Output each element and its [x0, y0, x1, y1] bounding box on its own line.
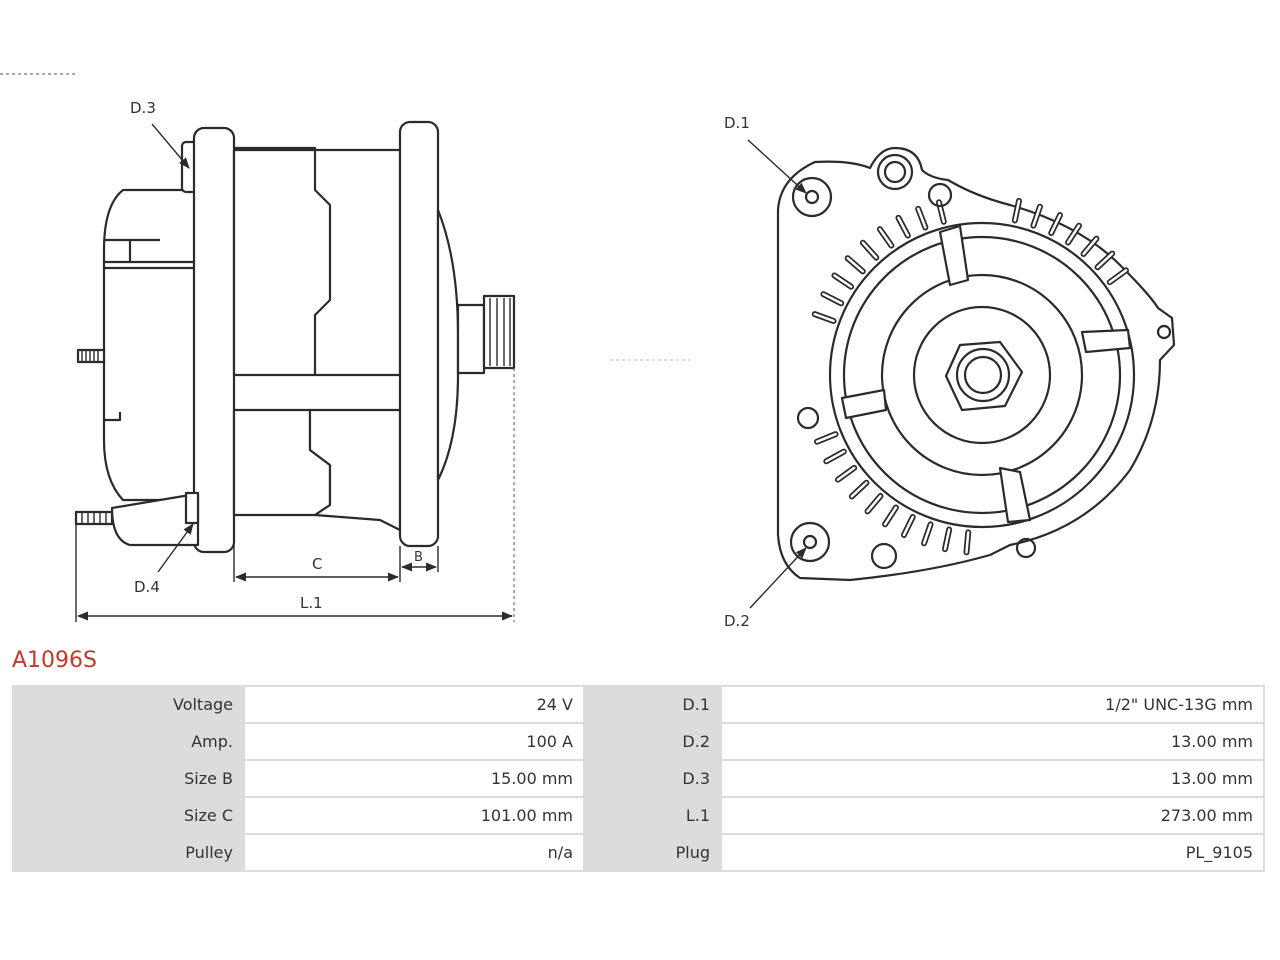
alternator-drawing: C B L.1 D.3 D.4	[0, 73, 1176, 630]
spec-label: D.2	[585, 724, 720, 759]
spec-value: 15.00 mm	[245, 761, 583, 796]
spec-value: 100 A	[245, 724, 583, 759]
spoke-bottom	[998, 466, 1032, 524]
dimension-l1-label: L.1	[300, 594, 323, 612]
cooling-slot	[1096, 252, 1114, 269]
cooling-slot	[965, 531, 970, 554]
spec-value: n/a	[245, 835, 583, 870]
spoke-top	[938, 224, 970, 287]
spec-label: Voltage	[14, 687, 243, 722]
cooling-slot	[815, 432, 837, 443]
callout-d3-label: D.3	[130, 99, 156, 117]
cooling-slot	[897, 216, 910, 237]
spec-value: 24 V	[245, 687, 583, 722]
cooling-slot	[943, 528, 951, 551]
spoke-right	[1080, 328, 1132, 354]
cooling-slot	[825, 450, 846, 463]
spec-label: Pulley	[14, 835, 243, 870]
cooling-slot	[1082, 237, 1098, 256]
spec-value: 101.00 mm	[245, 798, 583, 833]
spec-value: 13.00 mm	[722, 724, 1263, 759]
cooling-slots	[811, 197, 1130, 556]
spec-label: Size B	[14, 761, 243, 796]
spec-label: D.3	[585, 761, 720, 796]
spec-label: D.1	[585, 687, 720, 722]
cooling-slot	[861, 241, 878, 259]
cooling-slot	[878, 227, 893, 247]
dimension-b-label: B	[414, 550, 423, 565]
cooling-slot	[813, 312, 835, 323]
spec-label: Amp.	[14, 724, 243, 759]
cooling-slot	[850, 481, 868, 498]
cooling-slot	[922, 523, 932, 545]
front-view: D.1 D.2	[724, 114, 1176, 630]
side-view: C B L.1 D.3 D.4	[0, 73, 516, 622]
dimension-c-label: C	[312, 555, 322, 573]
cooling-slot	[866, 494, 882, 513]
spec-label: Size C	[14, 798, 243, 833]
callout-d2-leader	[749, 547, 807, 609]
spoke-left	[840, 388, 888, 420]
mount-hole-top	[876, 153, 914, 191]
front-flange	[398, 120, 440, 548]
cooling-slot	[836, 466, 856, 481]
stator-upper	[232, 146, 402, 377]
part-number: A1096S	[12, 648, 98, 673]
cooling-slot	[902, 515, 914, 537]
callout-d4-leader	[157, 523, 194, 573]
callout-d4-label: D.4	[134, 578, 160, 596]
cooling-slot	[916, 207, 927, 229]
cooling-slot	[1032, 205, 1042, 227]
callout-d1-leader	[747, 139, 807, 194]
callout-d3-leader	[151, 123, 190, 169]
spec-value: PL_9105	[722, 835, 1263, 870]
spec-label: Plug	[585, 835, 720, 870]
spec-value: 1/2" UNC-13G mm	[722, 687, 1263, 722]
shaft-hub	[456, 303, 486, 375]
mount-hole-d2	[789, 521, 831, 563]
pulley	[482, 294, 516, 370]
spec-label: L.1	[585, 798, 720, 833]
cooling-slot	[1108, 269, 1128, 284]
cooling-slot	[1066, 224, 1081, 244]
front-dome	[436, 208, 460, 482]
spec-value: 273.00 mm	[722, 798, 1263, 833]
mount-hole-d1	[791, 176, 833, 218]
callout-d1-label: D.1	[724, 114, 750, 132]
cooling-slot	[846, 256, 865, 273]
rear-flange	[192, 126, 236, 554]
cooling-slot	[1050, 213, 1062, 235]
rear-cover	[102, 188, 200, 502]
callout-d2-label: D.2	[724, 612, 750, 630]
cooling-slot	[833, 274, 853, 288]
cooling-slot	[1013, 199, 1021, 222]
cooling-slot	[822, 292, 843, 305]
cooling-slot	[883, 506, 898, 526]
spec-value: 13.00 mm	[722, 761, 1263, 796]
